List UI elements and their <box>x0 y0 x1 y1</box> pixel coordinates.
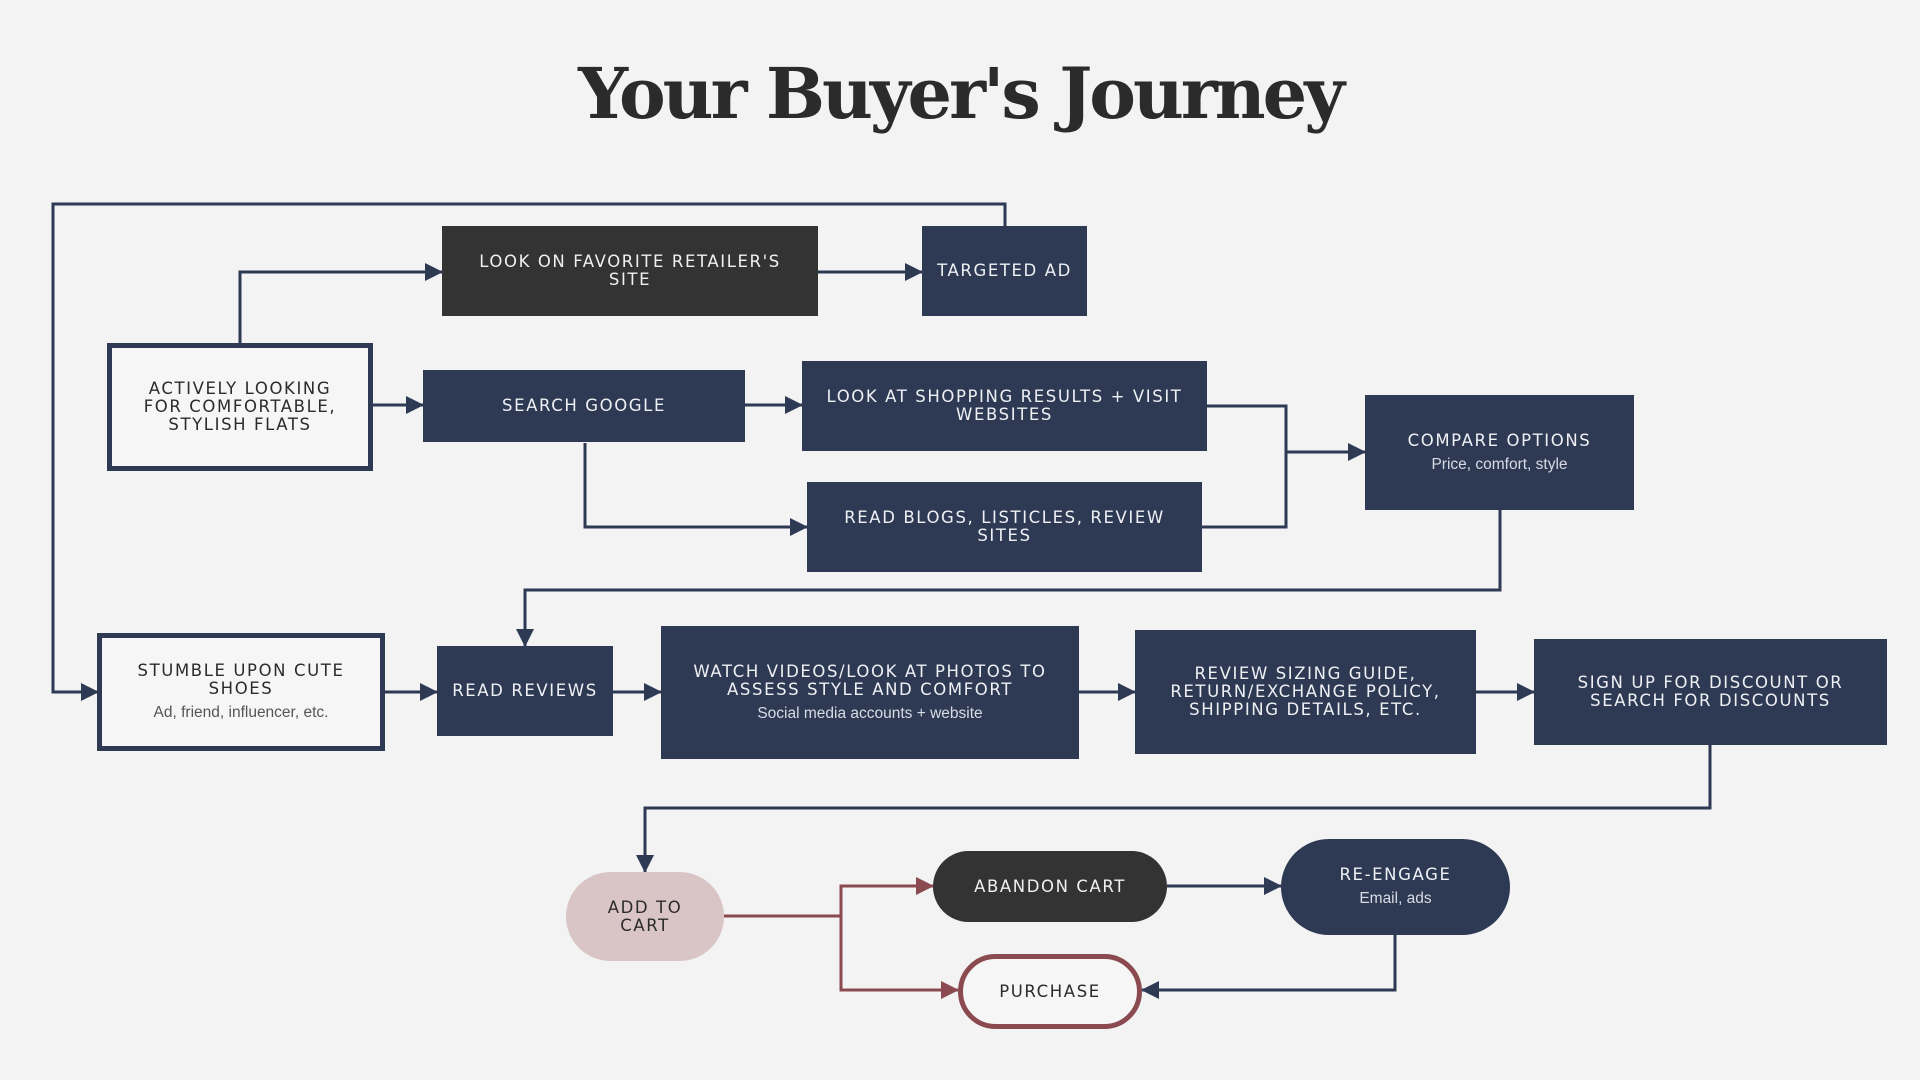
node-label: Actively looking for comfortable, stylis… <box>143 379 337 434</box>
node-label: Purchase <box>999 981 1101 1001</box>
connector-cart-to-purchase <box>839 916 959 999</box>
node-abandon-cart: Abandon cart <box>933 851 1167 922</box>
node-label: Review sizing guide, return/exchange pol… <box>1170 664 1441 719</box>
node-label: Re-engage <box>1339 865 1452 884</box>
node-sublabel: Ad, friend, influencer, etc. <box>153 704 329 721</box>
node-sublabel: Email, ads <box>1359 890 1432 907</box>
node-stumble-upon: Stumble upon cute shoes Ad, friend, infl… <box>97 633 385 751</box>
node-label: Sign up for discount or search for disco… <box>1577 673 1844 710</box>
node-targeted-ad: Targeted ad <box>922 226 1087 316</box>
connector-compare-to-reviews <box>516 510 1502 647</box>
node-read-blogs: Read blogs, listicles, review sites <box>807 482 1202 572</box>
node-purchase: Purchase <box>958 954 1142 1029</box>
node-label: Read blogs, listicles, review sites <box>844 508 1165 545</box>
connector-cart-to-abandon <box>724 877 934 918</box>
node-shopping-results: Look at shopping results + visit website… <box>802 361 1207 451</box>
node-label: Targeted ad <box>937 261 1072 280</box>
node-label: Look at shopping results + visit website… <box>826 387 1183 424</box>
node-search-google: Search Google <box>423 370 745 442</box>
connector-shopping-to-compare <box>1202 404 1288 529</box>
node-label: Add to cart <box>607 897 683 935</box>
node-add-to-cart: Add to cart <box>566 872 724 961</box>
node-review-sizing: Review sizing guide, return/exchange pol… <box>1135 630 1476 754</box>
connector-looking-to-favorite <box>238 263 443 343</box>
node-sign-up-discount: Sign up for discount or search for disco… <box>1534 639 1887 745</box>
node-label: Compare options <box>1407 430 1592 450</box>
node-label: Look on favorite retailer's site <box>479 252 781 289</box>
node-actively-looking: Actively looking for comfortable, stylis… <box>107 343 373 471</box>
node-label: Abandon cart <box>974 876 1126 896</box>
node-label: Stumble upon cute shoes <box>137 661 345 698</box>
node-label: Read reviews <box>452 681 598 700</box>
node-label: Search Google <box>502 396 666 415</box>
node-sublabel: Price, comfort, style <box>1431 455 1568 473</box>
node-sublabel: Social media accounts + website <box>757 704 983 722</box>
node-watch-videos: Watch videos/look at photos to assess st… <box>661 626 1079 759</box>
connector-targeted-ad-to-stumble <box>51 202 1007 701</box>
connector-google-to-blogs <box>583 443 808 536</box>
node-compare-options: Compare options Price, comfort, style <box>1365 395 1634 510</box>
connector-reengage-to-purchase <box>1141 935 1397 999</box>
node-read-reviews: Read reviews <box>437 646 613 736</box>
connector-signup-to-cart <box>636 745 1712 873</box>
node-re-engage: Re-engage Email, ads <box>1281 839 1510 935</box>
page-title: Your Buyer's Journey <box>578 52 1345 135</box>
node-look-favorite-retailer: Look on favorite retailer's site <box>442 226 818 316</box>
node-label: Watch videos/look at photos to assess st… <box>693 661 1047 699</box>
